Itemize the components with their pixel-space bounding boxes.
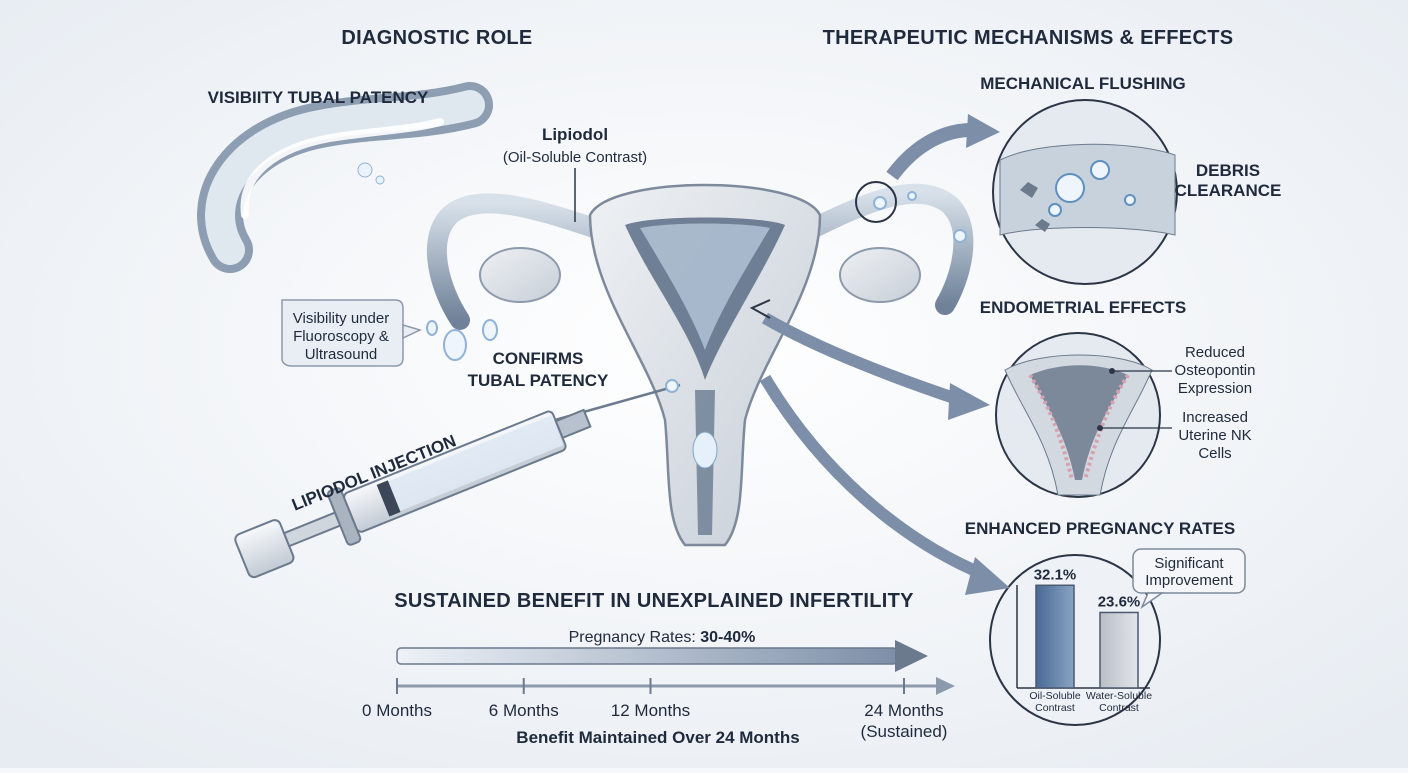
improvement-line-1: Significant xyxy=(1154,555,1224,572)
bar-value-label-1: 23.6% xyxy=(1098,593,1141,610)
confirms-line-2: TUBAL PATENCY xyxy=(468,371,609,390)
bar-1 xyxy=(1099,611,1139,689)
header-therapeutic: THERAPEUTIC MECHANISMS & EFFECTS xyxy=(823,27,1234,49)
timeline-tick-label-0: 0 Months xyxy=(362,701,432,720)
nk-dot xyxy=(1097,425,1103,431)
arrow-to-endometrial-head xyxy=(948,383,990,420)
rates-label: Pregnancy Rates: xyxy=(569,629,701,646)
timeline-axis: 0 Months 6 Months 12 Months 24 Months (Susta… xyxy=(362,677,955,741)
tubal-patency-title: VISIBIITY TUBAL PATENCY xyxy=(208,88,429,107)
arrow-to-pregnancy-head xyxy=(965,557,1010,595)
arrow-to-flushing-head xyxy=(966,114,1000,148)
visibility-callout: Visibility under Fluoroscopy & Ultrasoun… xyxy=(281,299,423,367)
uterus-illustration xyxy=(426,181,974,547)
timeline-tick-label-3: 24 Months xyxy=(864,701,943,720)
timeline-tick-label-1: 6 Months xyxy=(489,701,559,720)
tube-closeup-illustration xyxy=(197,82,493,273)
rates-value: 30-40% xyxy=(700,629,755,646)
arrow-to-pregnancy xyxy=(759,374,988,581)
timeline-axis-head xyxy=(936,677,955,695)
bar-category-label-0-1: Contrast xyxy=(1035,702,1075,714)
debris-line-2: CLEARANCE xyxy=(1175,181,1282,200)
rates-text: Pregnancy Rates: 30-40% xyxy=(569,629,756,646)
timeline-tick-note-3: (Sustained) xyxy=(861,722,948,741)
visibility-line-3: Ultrasound xyxy=(305,346,378,363)
flushing-title: MECHANICAL FLUSHING xyxy=(980,74,1186,93)
pregnancy-title: ENHANCED PREGNANCY RATES xyxy=(965,519,1235,538)
bar-category-label-0-0: Oil-Soluble xyxy=(1029,690,1081,702)
nk-line-3: Cells xyxy=(1198,445,1231,462)
timeline-title: SUSTAINED BENEFIT IN UNEXPLAINED INFERTI… xyxy=(394,590,914,612)
bar-category-label-1-1: Contrast xyxy=(1099,702,1139,714)
header-diagnostic: DIAGNOSTIC ROLE xyxy=(341,27,532,49)
bar-category-label-1-0: Water-Soluble xyxy=(1086,690,1152,702)
timeline-caption: Benefit Maintained Over 24 Months xyxy=(516,728,799,747)
arrow-back-tip xyxy=(749,299,771,319)
confirms-line-1: CONFIRMS xyxy=(493,349,584,368)
visibility-line-2: Fluoroscopy & xyxy=(293,328,389,345)
improvement-callout: Significant Improvement xyxy=(1132,548,1246,610)
lipiodol-title: Lipiodol xyxy=(542,125,608,144)
timeline-tick-label-2: 12 Months xyxy=(611,701,690,720)
nk-line-1: Increased xyxy=(1182,409,1248,426)
osteopontin-line-2: Osteopontin xyxy=(1175,362,1256,379)
syringe-illustration xyxy=(234,379,681,579)
visibility-line-1: Visibility under xyxy=(293,310,389,327)
osteopontin-line-1: Reduced xyxy=(1185,344,1245,361)
endometrial-title: ENDOMETRIAL EFFECTS xyxy=(980,298,1187,317)
osteopontin-dot xyxy=(1109,368,1115,374)
arrow-to-endometrial xyxy=(761,312,962,406)
timeline-arrow xyxy=(396,640,928,672)
debris-line-1: DEBRIS xyxy=(1196,161,1260,180)
osteopontin-line-3: Expression xyxy=(1178,380,1252,397)
endometrial-circle xyxy=(995,332,1161,498)
lipiodol-subtitle: (Oil-Soluble Contrast) xyxy=(503,149,647,166)
improvement-line-2: Improvement xyxy=(1145,572,1233,589)
pregnancy-bar-chart: 32.1%Oil-SolubleContrast23.6%Water-Solub… xyxy=(1016,566,1152,714)
nk-line-2: Uterine NK xyxy=(1178,427,1251,444)
flushing-circle xyxy=(992,99,1178,285)
bar-0 xyxy=(1035,584,1075,689)
bar-value-label-0: 32.1% xyxy=(1034,566,1077,583)
